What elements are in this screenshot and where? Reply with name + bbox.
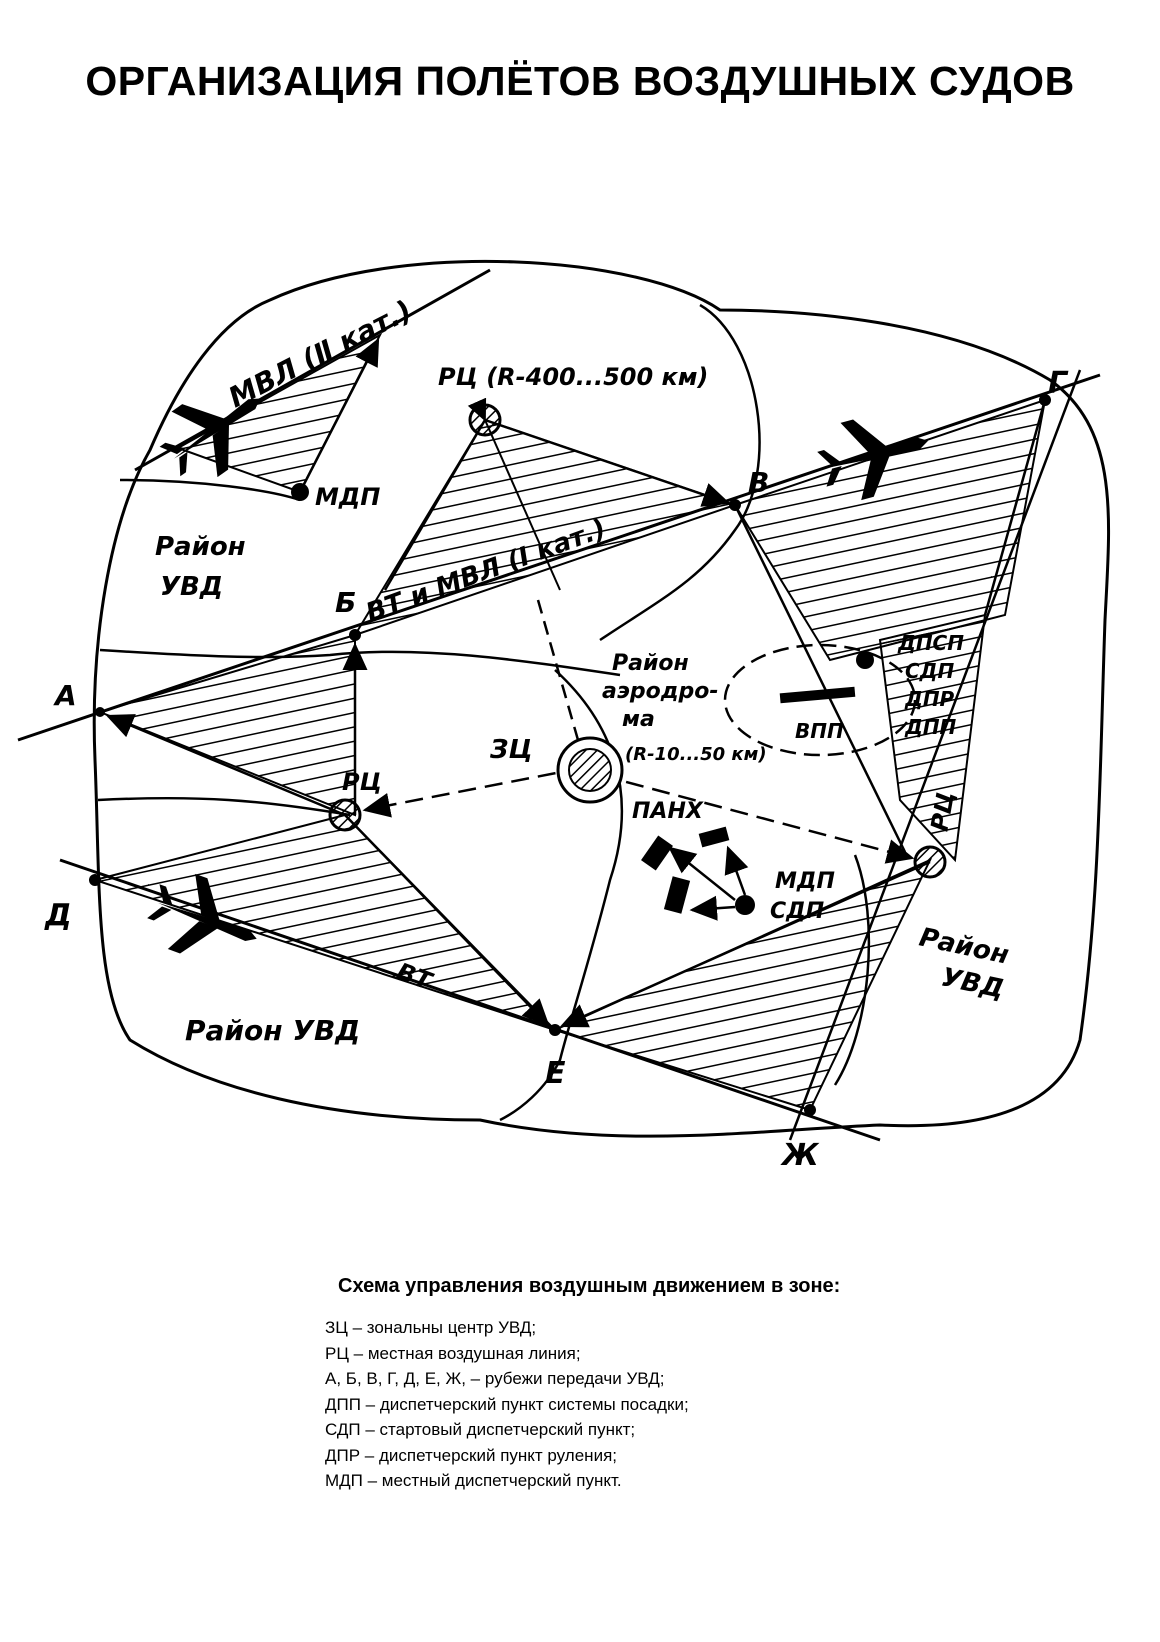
legend-heading: Схема управления воздушным движением в з… xyxy=(338,1275,841,1297)
label-rayon-aero-1: Район xyxy=(612,651,689,676)
label-point-zh: Ж xyxy=(780,1138,820,1173)
label-point-g: Г xyxy=(1048,366,1069,401)
air-route-g-zh xyxy=(788,369,1082,1141)
sector-edge xyxy=(298,337,380,493)
sector-edge xyxy=(467,397,561,591)
mdp-small-station xyxy=(735,895,755,915)
label-vpp: ВПП xyxy=(795,719,844,743)
zc-link xyxy=(536,599,580,741)
pankh-link xyxy=(668,846,736,901)
label-point-e: Е xyxy=(545,1056,566,1091)
label-mdp-small: МДП xyxy=(775,869,835,894)
aircraft-icon xyxy=(159,398,261,478)
zone-boundary xyxy=(92,259,1111,1138)
label-rayon-uvd-bottom: Район УВД xyxy=(185,1014,360,1047)
pankh-link xyxy=(689,895,736,921)
label-zc: ЗЦ xyxy=(489,735,533,765)
label-right-dpsp: ДПСП xyxy=(897,631,964,655)
air-route-d-zh xyxy=(59,858,881,1142)
aerodrome-area xyxy=(723,643,917,757)
dpsp-station xyxy=(856,651,874,669)
aircraft-icon xyxy=(817,419,929,501)
air-route-a-g xyxy=(17,373,1101,742)
hatched-sector xyxy=(91,813,556,1031)
label-rc-right: РЦ xyxy=(926,789,960,833)
aircraft-icon xyxy=(147,873,257,954)
legend-item: ДПР – диспетчерский пункт руления; xyxy=(325,1445,617,1465)
label-rayon-aero-3: ма xyxy=(622,707,655,732)
handoff-point-d xyxy=(89,874,101,886)
handoff-point-e xyxy=(549,1024,561,1036)
sector-edge xyxy=(344,814,550,1027)
hatched-sector xyxy=(96,633,356,817)
district-boundary xyxy=(97,796,351,817)
legend-item: РЦ – местная воздушная линия; xyxy=(325,1343,581,1363)
legend-item: А, Б, В, Г, Д, Е, Ж, – рубежи передачи У… xyxy=(325,1369,665,1388)
handoff-point-a xyxy=(95,707,105,717)
pankh-pad xyxy=(641,835,673,871)
legend-list: ЗЦ – зональны центр УВД; РЦ – местная во… xyxy=(325,1315,689,1494)
mdp-top-station xyxy=(291,483,309,501)
label-mdp-top: МДП xyxy=(315,483,380,511)
district-boundary xyxy=(99,648,621,677)
handoff-point-b xyxy=(349,629,361,641)
runway xyxy=(779,686,856,704)
rc-centre-left xyxy=(328,798,362,832)
legend-item: ЗЦ – зональны центр УВД; xyxy=(325,1318,537,1337)
sector-edge xyxy=(733,504,907,853)
pankh-pad xyxy=(698,826,730,848)
label-rayon-uvd-right-1: Район xyxy=(917,923,1012,971)
label-point-b: Б xyxy=(335,586,356,619)
hatched-sector xyxy=(733,398,1047,662)
legend-item: МДП – местный диспетчерский пункт. xyxy=(325,1471,622,1490)
rc-centre-top xyxy=(468,403,502,437)
sector-edge xyxy=(484,418,731,507)
label-rayon-aero-4: (R-10...50 км) xyxy=(625,744,767,765)
atc-zone-diagram: МВЛ (Ⅱ кат.) МДП РЦ (R-400...500 км) Рай… xyxy=(17,259,1111,1173)
handoff-point-g xyxy=(1039,394,1051,406)
label-rc-top: РЦ (R-400...500 км) xyxy=(438,363,708,391)
zc-link xyxy=(362,766,583,818)
legend-item: СДП – стартовый диспетчерский пункт; xyxy=(325,1420,636,1439)
air-route-mvl2 xyxy=(134,268,491,472)
label-point-a: А xyxy=(53,679,77,712)
sector-edge xyxy=(983,399,1047,616)
label-rayon-uvd-left-2: УВД xyxy=(160,572,223,602)
label-rayon-uvd-right-2: УВД xyxy=(939,963,1007,1005)
district-boundary xyxy=(599,303,761,642)
label-point-d: Д xyxy=(44,898,72,933)
label-right-dpp: ДПП xyxy=(904,715,957,739)
label-rc-left: РЦ xyxy=(342,768,382,796)
label-right-dpr: ДПР xyxy=(904,687,955,711)
label-point-v: В xyxy=(748,466,769,499)
handoff-point-zh xyxy=(804,1104,816,1116)
sector-edge xyxy=(559,860,931,1028)
label-pankh: ПАНХ xyxy=(632,799,704,824)
label-rayon-uvd-left-1: Район xyxy=(155,532,246,562)
sector-edge xyxy=(105,714,346,817)
pankh-pad xyxy=(663,876,691,914)
pankh-link xyxy=(724,845,749,896)
zc-centre-core xyxy=(568,748,612,792)
label-right-sdp: СДП xyxy=(905,659,954,683)
page-title: ОРГАНИЗАЦИЯ ПОЛЁТОВ ВОЗДУШНЫХ СУДОВ xyxy=(85,58,1075,104)
handoff-point-v xyxy=(729,499,741,511)
label-rayon-aero-2: аэродро- xyxy=(602,679,719,704)
label-sdp-small: СДП xyxy=(770,899,824,924)
hatched-sector xyxy=(878,613,987,863)
sector-edge xyxy=(383,419,487,591)
legend-item: ДПП – диспетчерский пункт системы посадк… xyxy=(325,1394,689,1414)
district-boundary xyxy=(119,478,301,502)
rc-centre-right xyxy=(913,845,947,879)
